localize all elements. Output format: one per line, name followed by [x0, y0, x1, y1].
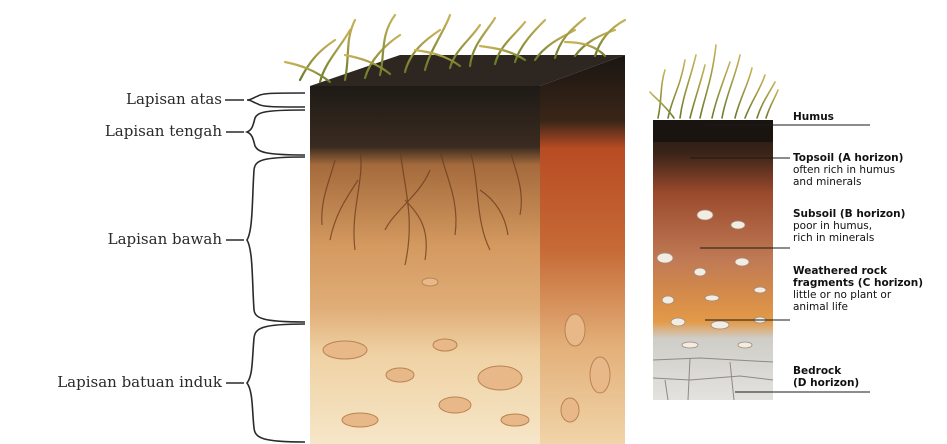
label-subsoil-title: Subsoil (B horizon) — [793, 208, 905, 220]
column-grass — [650, 45, 778, 118]
label-weathered-title-1: Weathered rock — [793, 265, 923, 277]
label-lapisan-bawah: Lapisan bawah — [40, 230, 222, 248]
bracket-middle — [247, 110, 305, 155]
humus-band — [653, 120, 773, 142]
label-humus-title: Humus — [793, 111, 834, 123]
label-subsoil: Subsoil (B horizon) poor in humus, rich … — [793, 208, 905, 244]
label-topsoil-desc-2: and minerals — [793, 176, 903, 188]
soil-column — [650, 45, 778, 400]
label-topsoil: Topsoil (A horizon) often rich in humus … — [793, 152, 903, 188]
bracket-parent — [247, 324, 305, 442]
label-weathered-desc-2: animal life — [793, 301, 923, 313]
label-humus: Humus — [793, 111, 834, 123]
label-subsoil-desc-1: poor in humus, — [793, 220, 905, 232]
soil-block — [285, 15, 625, 444]
label-weathered-title-2: fragments (C horizon) — [793, 277, 923, 289]
label-bedrock-title-1: Bedrock — [793, 365, 859, 377]
label-bedrock-title-2: (D horizon) — [793, 377, 859, 389]
label-lapisan-atas: Lapisan atas — [60, 90, 222, 108]
label-weathered-desc-1: little or no plant or — [793, 289, 923, 301]
label-lapisan-batuan-induk: Lapisan batuan induk — [10, 373, 222, 391]
label-topsoil-desc-1: often rich in humus — [793, 164, 903, 176]
label-bedrock: Bedrock (D horizon) — [793, 365, 859, 389]
label-topsoil-title: Topsoil (A horizon) — [793, 152, 903, 164]
label-weathered: Weathered rock fragments (C horizon) lit… — [793, 265, 923, 313]
soil-front-face — [310, 86, 540, 444]
bracket-lower — [247, 157, 305, 322]
left-brackets — [225, 93, 305, 442]
label-lapisan-tengah: Lapisan tengah — [40, 122, 222, 140]
soil-side-face — [540, 55, 625, 444]
bracket-top — [247, 93, 305, 107]
label-subsoil-desc-2: rich in minerals — [793, 232, 905, 244]
